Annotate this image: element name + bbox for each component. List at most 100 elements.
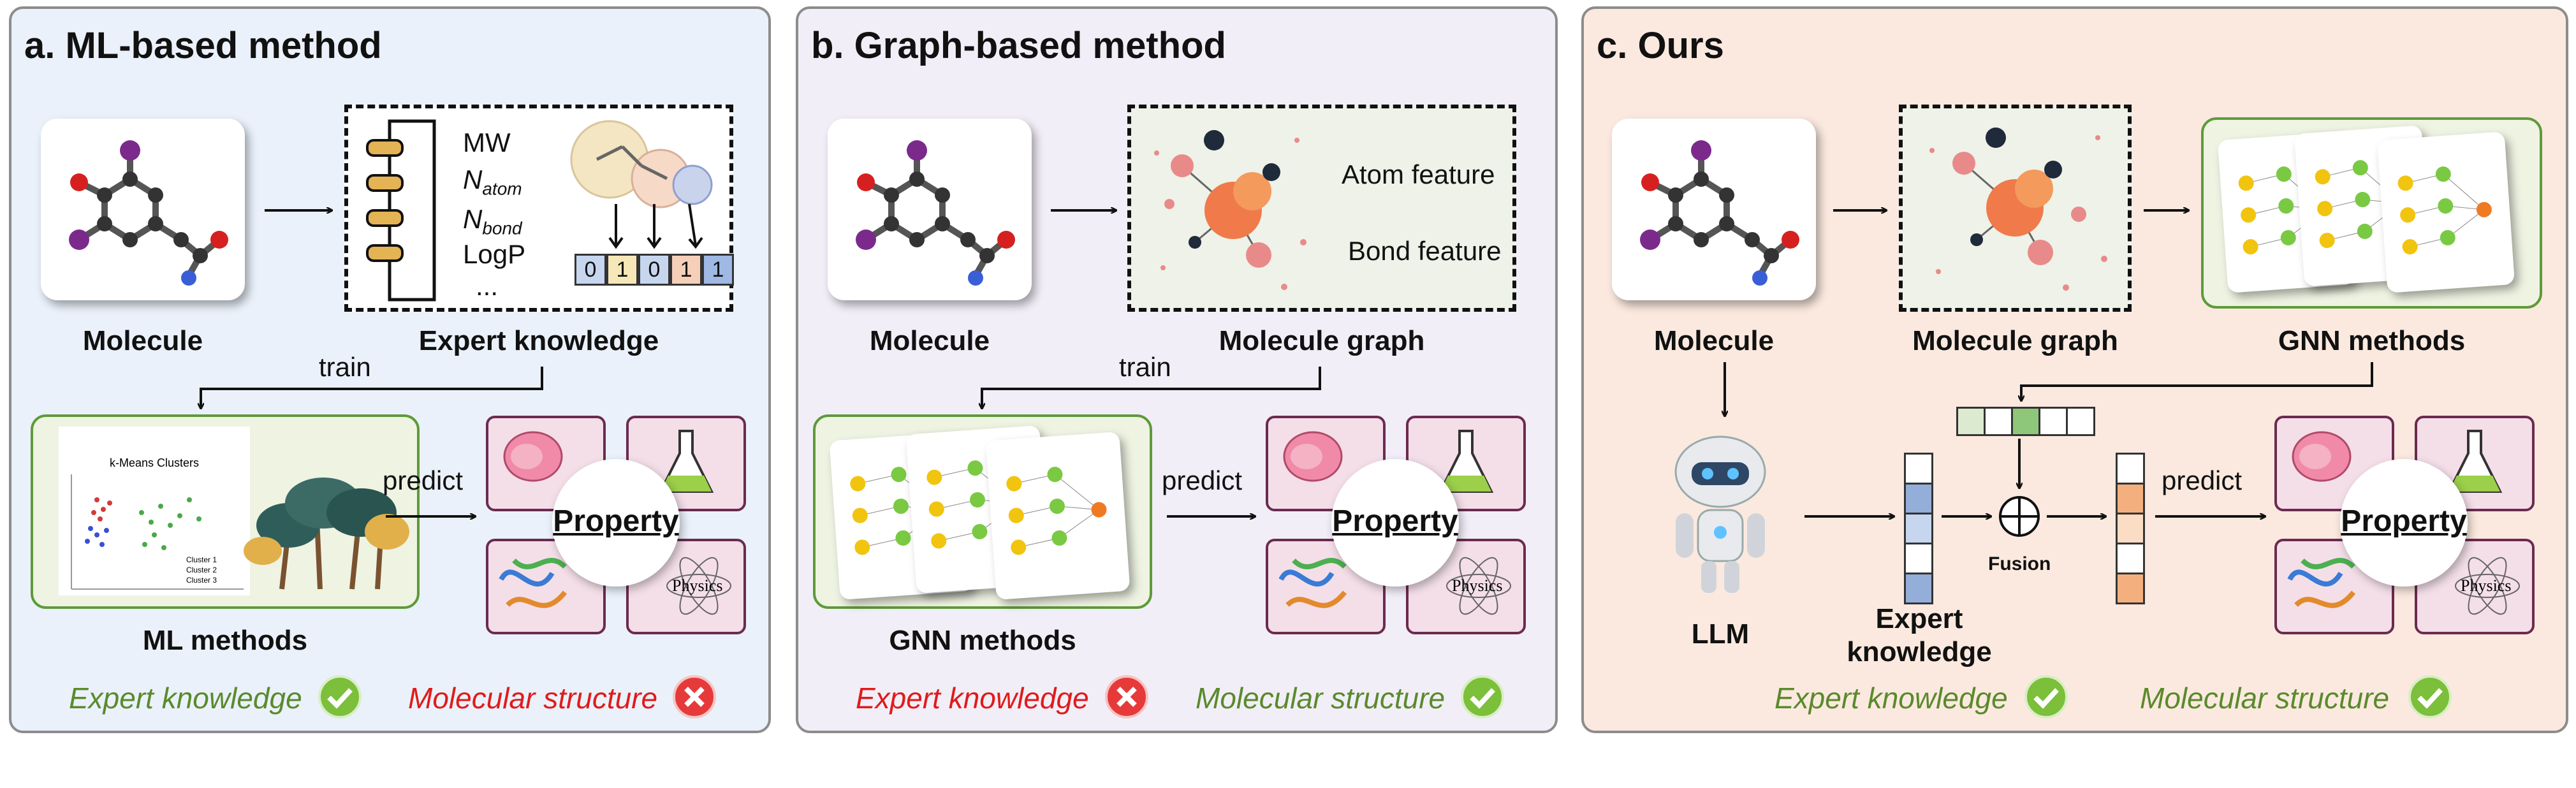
predict-label-a: predict xyxy=(383,465,464,495)
expert-knowledge-box: MW Natom Nbond LogP ... 0 1 0 1 1 xyxy=(344,105,734,312)
molecule-card-c xyxy=(1612,119,1816,300)
descriptor-logp: LogP xyxy=(463,239,526,269)
check-icon xyxy=(1461,675,1504,719)
property-label-c: Property xyxy=(2341,504,2467,538)
vector-cell xyxy=(2116,453,2145,485)
descriptor-nbond: Nbond xyxy=(463,204,522,238)
protein-icon xyxy=(2287,558,2356,608)
molecule-icon xyxy=(856,140,1015,286)
flask-icon xyxy=(1438,430,1494,493)
vector-cell xyxy=(1986,407,2013,436)
fusion-plus-icon xyxy=(1999,496,2040,537)
molecule-icon xyxy=(1640,140,1799,286)
fingerprint-bit: 1 xyxy=(670,254,702,286)
property-physics-tile-c: Physics xyxy=(2415,539,2535,634)
neural-net-icon xyxy=(2397,166,2492,255)
vector-cell xyxy=(2116,574,2145,604)
check-icon xyxy=(2408,675,2452,719)
gnn-card xyxy=(985,431,1131,601)
gnn-card xyxy=(2217,131,2356,293)
property-protein-tile-c xyxy=(2274,539,2394,634)
property-protein-tile-b xyxy=(1266,539,1386,634)
vector-cell xyxy=(1904,574,1933,604)
molecule-label-b: Molecule xyxy=(869,325,990,356)
vector-cell xyxy=(2116,514,2145,544)
fusion-label: Fusion xyxy=(1988,553,2051,574)
status-expert-a: Expert knowledge xyxy=(69,682,302,715)
atom-physics-icon: Physics xyxy=(666,557,731,615)
notebook-icon xyxy=(366,119,436,302)
panel-a-title: a. ML-based method xyxy=(24,25,382,66)
protein-icon xyxy=(1278,558,1347,608)
physics-label-b: Physics xyxy=(1452,576,1502,595)
scatter-plot-icon: k-Means Clusters Cluster 1 Cluster 2 Clu… xyxy=(59,427,409,595)
gnn-methods-box-c xyxy=(2201,117,2542,309)
molecule-label-c: Molecule xyxy=(1653,325,1775,356)
vector-cell xyxy=(1904,514,1933,544)
status-expert-c: Expert knowledge xyxy=(1775,682,2008,715)
gnn-card xyxy=(2376,131,2515,293)
plot-title: k-Means Clusters xyxy=(110,456,199,469)
property-brain-tile-c xyxy=(2274,416,2394,511)
flask-icon xyxy=(2447,430,2503,493)
fused-vector xyxy=(2116,453,2145,604)
fingerprint-bit: 1 xyxy=(606,254,638,286)
neural-net-icon xyxy=(1006,467,1107,555)
tree-icon xyxy=(244,478,409,590)
vector-cell xyxy=(2068,407,2095,436)
physics-label-a: Physics xyxy=(672,576,722,595)
property-circle-c xyxy=(2340,459,2468,587)
atom-physics-icon: Physics xyxy=(1446,557,1511,615)
expert-knowledge-label-c: Expert knowledge xyxy=(1836,602,2002,669)
property-flask-tile-c xyxy=(2415,416,2535,511)
vector-cell xyxy=(2116,485,2145,514)
legend-item: Cluster 1 xyxy=(186,555,217,564)
molecule-label-a: Molecule xyxy=(82,325,203,356)
status-structure-c: Molecular structure xyxy=(2140,682,2390,715)
check-icon xyxy=(318,675,362,719)
predict-label-c: predict xyxy=(2162,465,2243,495)
expert-knowledge-vector xyxy=(1904,453,1933,604)
panel-c-title: c. Ours xyxy=(1597,25,1724,66)
legend-item: Cluster 3 xyxy=(186,576,217,585)
cross-icon xyxy=(673,675,716,719)
fingerprint-bit: 1 xyxy=(702,254,734,286)
graph-embedding-vector xyxy=(1956,407,2095,436)
gnn-methods-label-c: GNN methods xyxy=(2278,325,2466,356)
descriptor-mw: MW xyxy=(463,128,511,157)
gnn-methods-box-b xyxy=(813,414,1152,609)
molecule-graph-box-c xyxy=(1899,105,2132,312)
graph-art-icon xyxy=(1154,130,1306,290)
vector-cell xyxy=(2040,407,2068,436)
molecule-card-a xyxy=(41,119,245,300)
property-circle-b xyxy=(1331,459,1459,587)
descriptor-natom: Natom xyxy=(463,164,522,199)
bond-feature-label: Bond feature xyxy=(1348,236,1502,266)
fingerprint-bit: 0 xyxy=(638,254,670,286)
status-structure-a: Molecular structure xyxy=(408,682,658,715)
descriptor-ellipsis: ... xyxy=(476,271,499,301)
expert-knowledge-label-a: Expert knowledge xyxy=(418,325,659,356)
brain-icon xyxy=(503,431,563,482)
train-label-b: train xyxy=(1119,352,1171,382)
property-label-b: Property xyxy=(1332,504,1458,538)
predict-label-b: predict xyxy=(1162,465,1243,495)
brain-icon xyxy=(1283,431,1343,482)
ml-methods-label: ML methods xyxy=(142,625,308,656)
protein-icon xyxy=(499,558,567,608)
property-circle-a xyxy=(552,459,680,587)
fingerprint-vector: 0 1 0 1 1 xyxy=(574,254,734,286)
atom-physics-icon: Physics xyxy=(2455,557,2520,615)
train-label-a: train xyxy=(319,352,371,382)
vector-cell xyxy=(1904,544,1933,574)
expert-label-line2: knowledge xyxy=(1847,636,1992,668)
brain-icon xyxy=(2292,431,2352,482)
expert-label-line1: Expert xyxy=(1875,603,1963,634)
status-expert-b: Expert knowledge xyxy=(856,682,1089,715)
molecule-graph-label-b: Molecule graph xyxy=(1218,325,1425,356)
gnn-methods-label-b: GNN methods xyxy=(889,625,1076,656)
check-icon xyxy=(2024,675,2068,719)
molecule-graph-label-c: Molecule graph xyxy=(1912,325,2118,356)
ml-methods-box: k-Means Clusters Cluster 1 Cluster 2 Clu… xyxy=(31,414,420,609)
flask-icon xyxy=(658,430,714,493)
